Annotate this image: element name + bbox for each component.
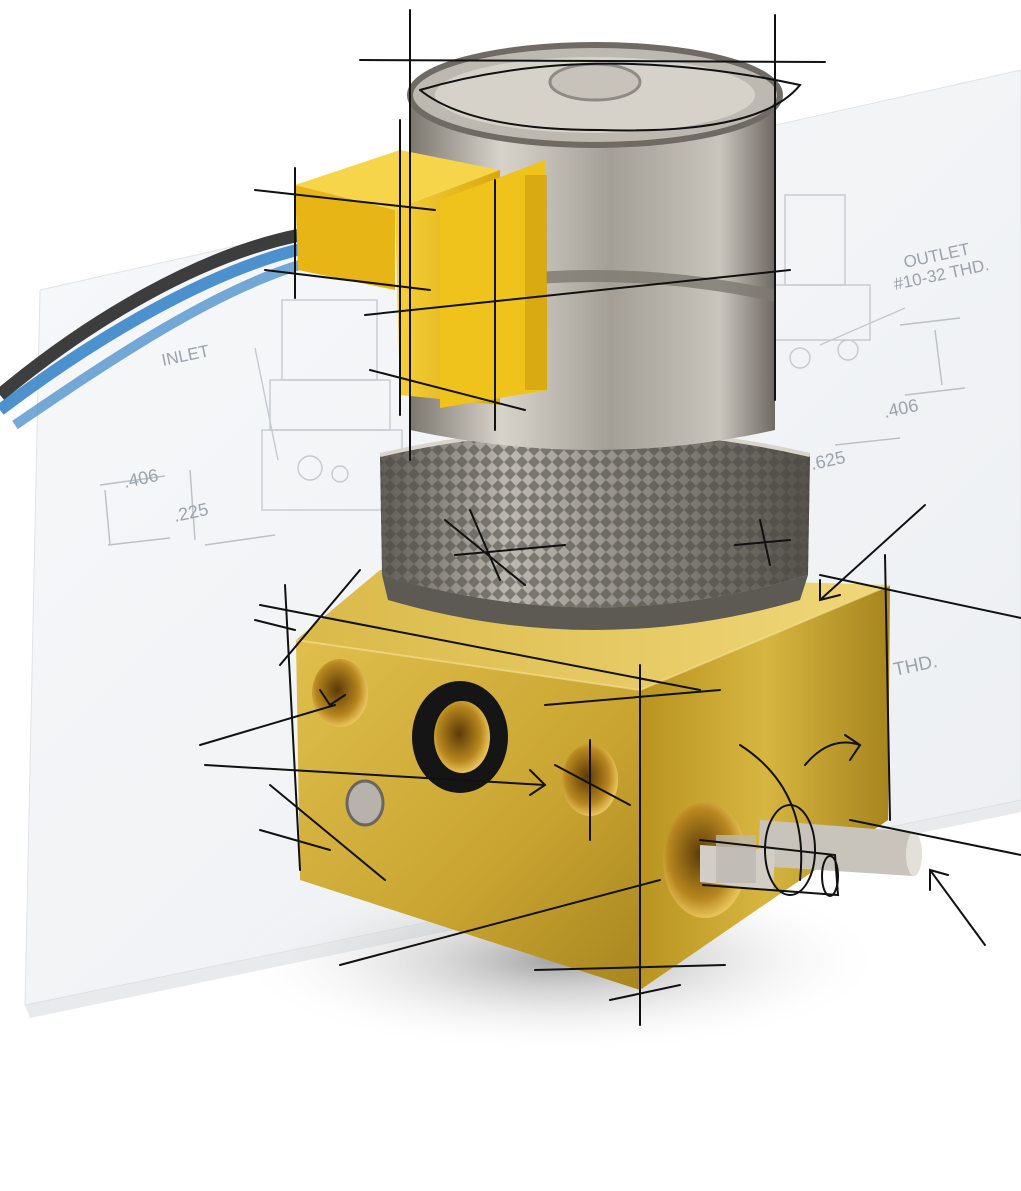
lead-wires bbox=[0, 228, 312, 430]
port-left-upper bbox=[312, 659, 368, 727]
drawing-valve-outline bbox=[254, 194, 906, 511]
armature-cap bbox=[548, 62, 642, 102]
knurled-nut bbox=[379, 428, 811, 630]
override-pin bbox=[700, 820, 922, 890]
dimension-lines bbox=[99, 317, 966, 546]
ball-plug bbox=[345, 779, 385, 827]
pencil-sketch-overlay bbox=[199, 9, 1021, 1026]
